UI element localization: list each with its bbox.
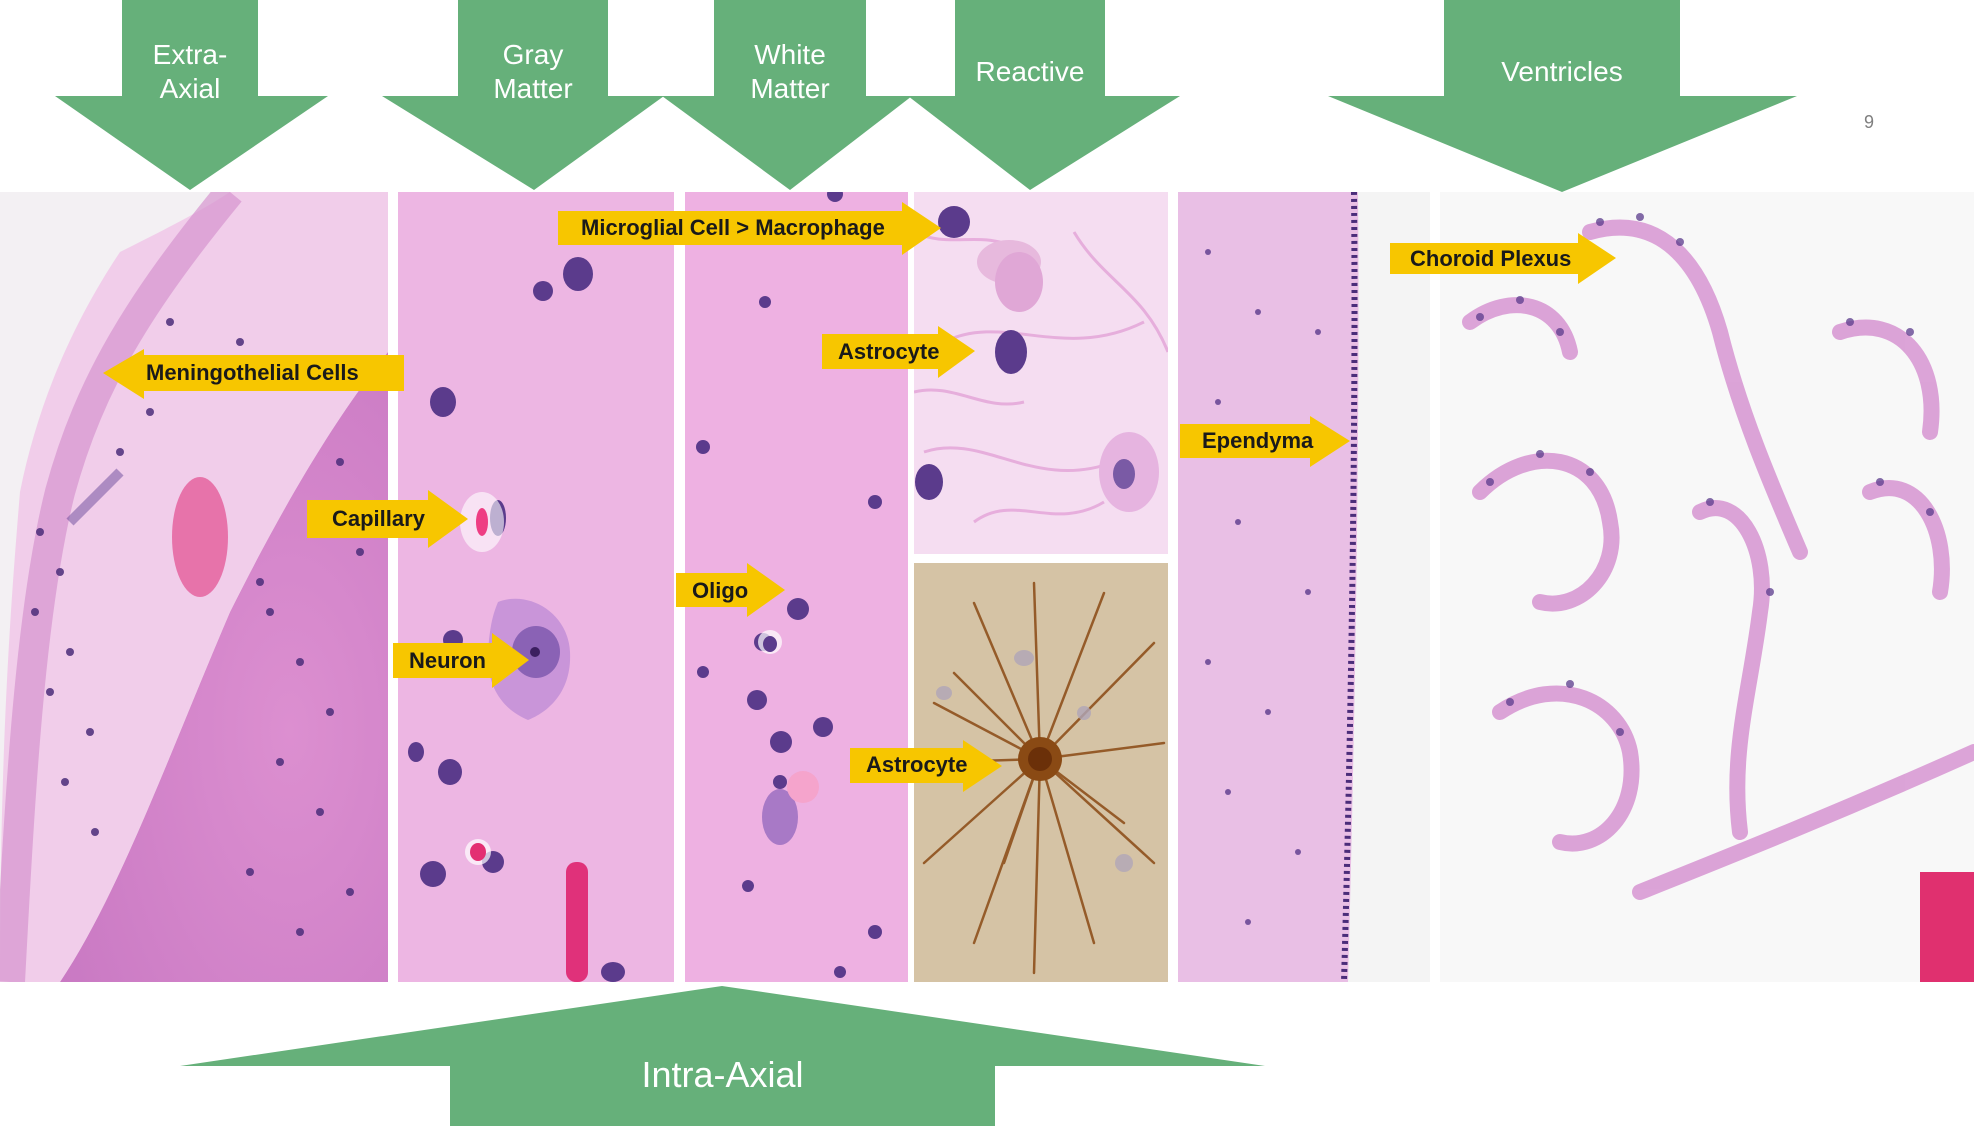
panel-choroid-plexus xyxy=(1440,192,1974,982)
panel-white-matter xyxy=(685,192,908,982)
label-neuron: Neuron xyxy=(409,648,486,673)
arrow-ventricles xyxy=(1328,0,1797,192)
label-microglial-cell: Microglial Cell > Macrophage xyxy=(581,215,885,240)
category-extra-axial: Extra- Axial xyxy=(152,39,228,104)
arrow-gray-matter xyxy=(382,0,664,190)
panel-ependyma xyxy=(1178,192,1430,982)
label-oligo: Oligo xyxy=(692,578,749,603)
category-reactive: Reactive xyxy=(975,56,1085,87)
label-meningothelial-cells: Meningothelial Cells xyxy=(146,360,359,385)
arrow-intra-axial xyxy=(180,986,1265,1126)
label-choroid-plexus: Choroid Plexus xyxy=(1410,246,1572,271)
panel-reactive-astrocyte xyxy=(914,192,1168,554)
category-ventricles: Ventricles xyxy=(1501,56,1623,87)
panel-meninges xyxy=(0,192,388,982)
category-arrows xyxy=(55,0,1797,192)
label-capillary: Capillary xyxy=(332,506,425,531)
category-intra-axial: Intra-Axial xyxy=(641,1054,804,1095)
category-gray-matter: Gray Matter xyxy=(493,39,573,104)
label-astrocyte-ihc: Astrocyte xyxy=(866,752,968,777)
label-astrocyte-he: Astrocyte xyxy=(838,339,940,364)
panel-gray-matter xyxy=(398,192,674,982)
arrow-white-matter xyxy=(662,0,912,190)
arrow-extra-axial xyxy=(55,0,328,190)
page-number: 9 xyxy=(1864,112,1875,132)
label-ependyma: Ependyma xyxy=(1202,428,1314,453)
category-white-matter: White Matter xyxy=(750,39,830,104)
arrow-reactive xyxy=(908,0,1180,190)
